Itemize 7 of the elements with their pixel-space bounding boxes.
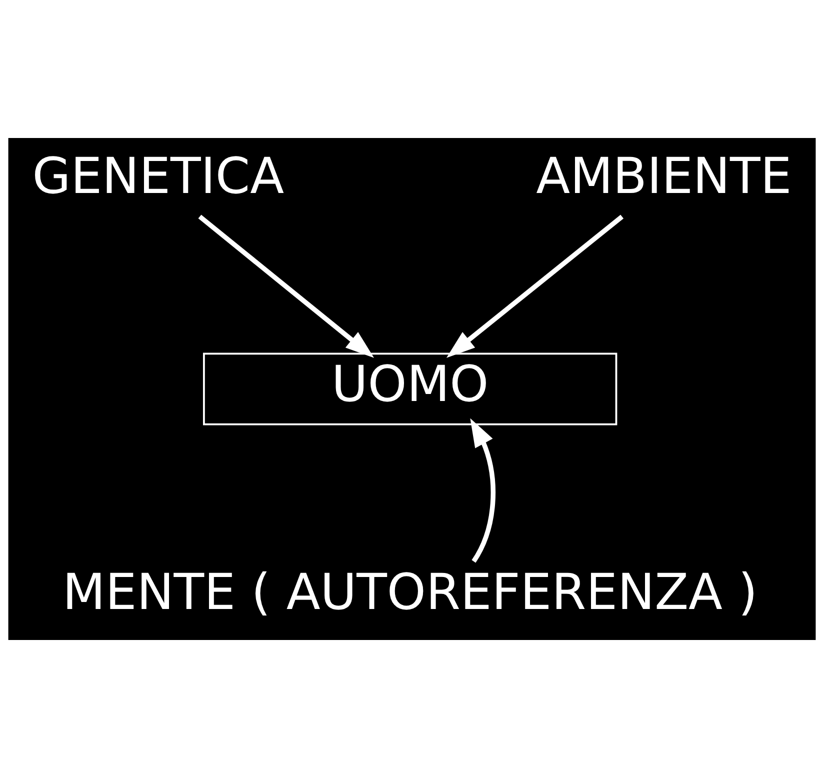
arrow bbox=[198, 214, 374, 358]
node-text: MENTE ( AUTOREFERENZA ) bbox=[62, 563, 758, 622]
node-box: UOMO bbox=[202, 352, 618, 426]
node-text: GENETICA bbox=[32, 146, 284, 205]
arrow bbox=[470, 418, 496, 563]
node-text: AMBIENTE bbox=[536, 146, 792, 205]
arrow bbox=[446, 214, 624, 358]
